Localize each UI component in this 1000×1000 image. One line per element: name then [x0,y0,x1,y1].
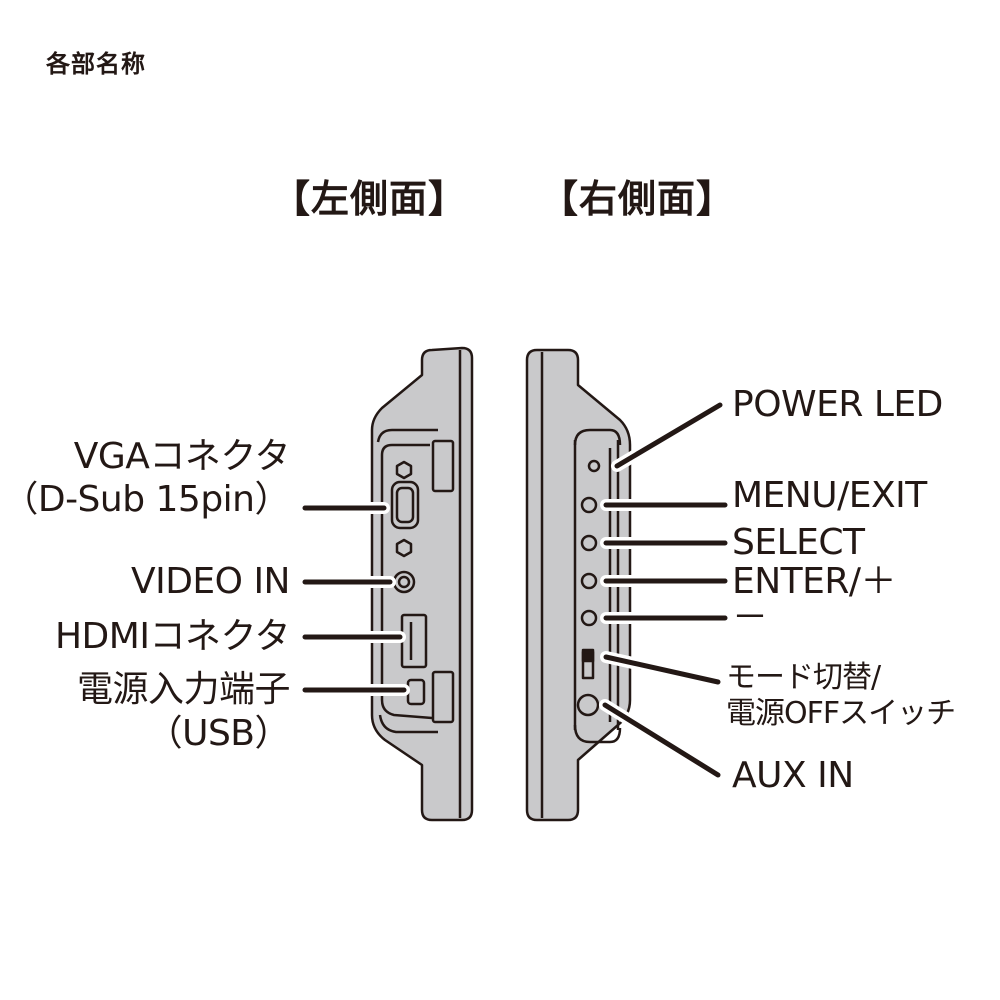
left-side-title: 【左側面】 [272,177,468,221]
label-power-input: 電源入力端子 （USB） [76,669,291,754]
left-port-recess [376,428,438,443]
label-power-input-line1: 電源入力端子 [76,669,291,710]
leader-line-power-led [614,402,723,469]
label-power-input-line2: （USB） [146,713,291,754]
left-side-device [370,346,474,822]
leader-line-mode-switch [603,654,721,685]
label-mode-switch-line1: モード切替/ [726,660,881,695]
label-vga: VGAコネクタ （D-Sub 15pin） [2,437,290,520]
enter-plus-button-icon[interactable] [580,572,598,590]
label-vga-line1: VGAコネクタ [73,436,291,477]
label-menu-exit: MENU/EXIT [732,475,927,516]
label-aux-in: AUX IN [732,755,854,796]
label-power-led: POWER LED [732,384,943,425]
power-led-icon [587,459,601,473]
label-minus: － [732,597,768,638]
leader-line-aux-in [602,702,721,778]
vga-port-icon [390,480,420,530]
video-in-jack-inner [397,575,411,589]
vga-port-inner [395,486,415,524]
select-button-icon[interactable] [580,534,598,552]
label-video-in: VIDEO IN [130,561,291,602]
right-panel-bottom-recess [573,724,622,744]
label-select: SELECT [732,522,865,563]
aux-in-jack-icon [576,693,600,717]
hdmi-port-icon [400,613,428,669]
leader-line-halos [299,399,731,781]
vga-screw-bottom-icon [395,538,413,558]
left-lower-latch [431,670,455,724]
label-mode-switch: モード切替/ 電源OFFスイッチ [726,660,956,732]
right-side-title: 【右側面】 [540,177,736,221]
menu-exit-button-icon[interactable] [580,496,598,514]
minus-button-icon[interactable] [580,609,598,627]
page-title: 各部名称 [46,50,146,78]
right-panel-top-recess [573,428,622,446]
label-enter-plus: ENTER/＋ [732,561,897,602]
video-in-jack-icon [392,570,416,594]
left-upper-latch [431,439,455,493]
label-vga-line2: （D-Sub 15pin） [2,479,290,520]
left-port-recess-bottom [378,714,438,734]
label-mode-switch-line2: 電源OFFスイッチ [726,696,956,731]
label-hdmi: HDMIコネクタ [54,616,291,657]
mode-switch-knob [581,650,595,663]
mode-switch-icon[interactable] [581,648,595,680]
vga-screw-top-icon [395,460,413,480]
usb-power-port-icon [406,678,426,706]
